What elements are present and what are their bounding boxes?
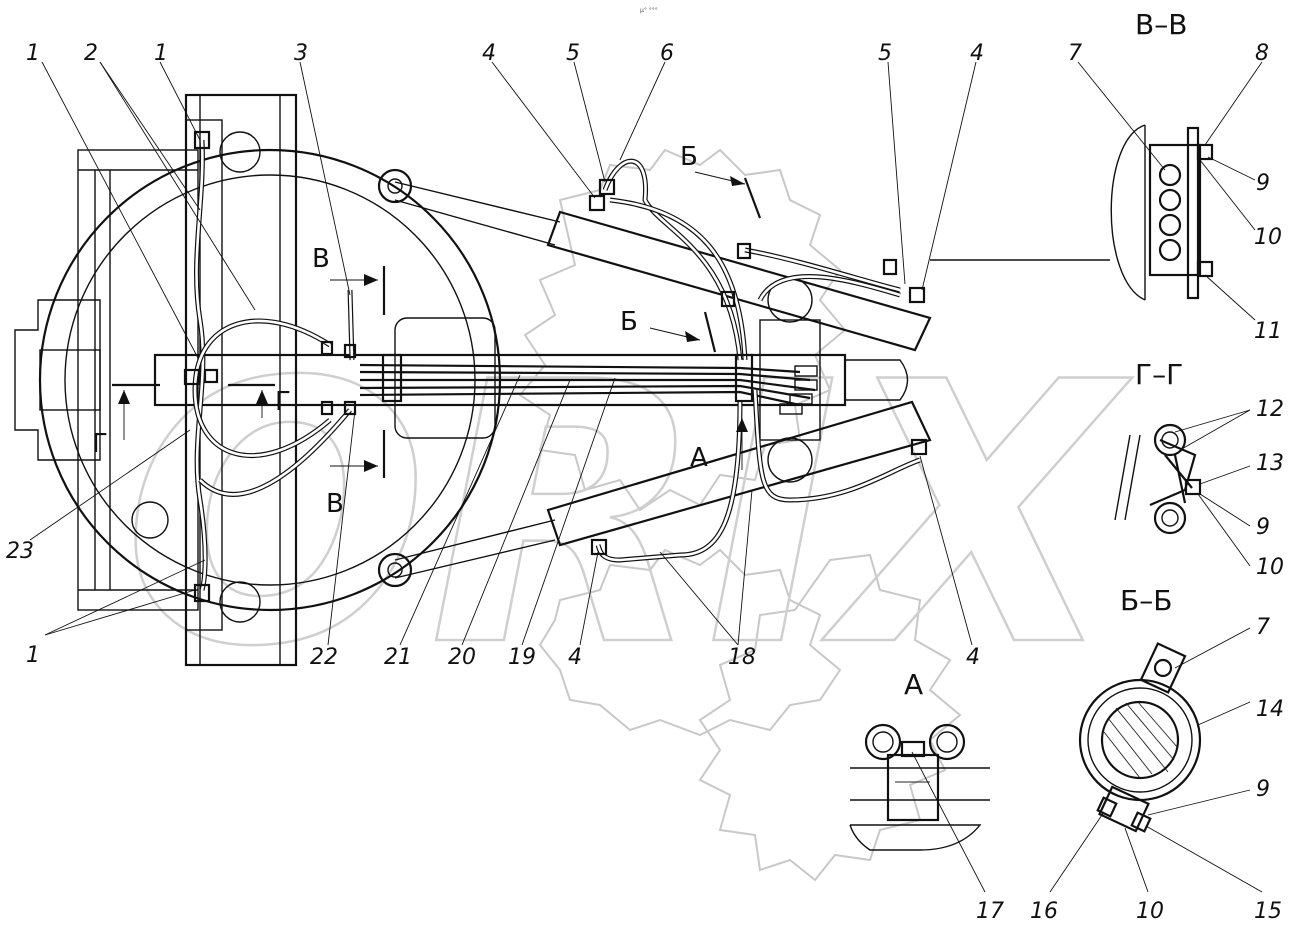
section-gg: Г–Г 12 13 9 10 [1114, 358, 1284, 580]
callout-4: 4 [482, 41, 496, 66]
callout-14: 14 [1256, 697, 1284, 722]
callout-17: 17 [976, 899, 1004, 924]
callout-2: 2 [84, 41, 98, 66]
callout-6: 6 [660, 41, 674, 66]
callout-10: 10 [1254, 225, 1282, 250]
callout-7: 7 [1256, 615, 1270, 640]
callout-9: 9 [1256, 171, 1270, 196]
watermark-text: ORIX [123, 306, 1133, 725]
cut-mark-b-mid: Б [620, 307, 638, 337]
callout-4: 4 [966, 645, 980, 670]
callout-1: 1 [26, 643, 40, 668]
callout-10: 10 [1136, 899, 1164, 924]
callout-12: 12 [1256, 397, 1284, 422]
callout-4: 4 [568, 645, 582, 670]
callout-4: 4 [970, 41, 984, 66]
main-callouts: 1 2 1 3 4 5 6 5 4 23 1 22 21 20 19 4 18 … [6, 41, 984, 670]
view-a: А 17 [849, 668, 1004, 924]
callout-1: 1 [154, 41, 168, 66]
callout-15: 15 [1254, 899, 1282, 924]
callout-21: 21 [384, 645, 412, 670]
section-title-gg: Г–Г [1135, 358, 1183, 391]
callout-23: 23 [6, 539, 34, 564]
callout-22: 22 [310, 645, 338, 670]
callout-11: 11 [1254, 319, 1282, 344]
cut-mark-a-view: А [690, 443, 708, 473]
callout-5: 5 [566, 41, 580, 66]
watermark: ORIX [121, 148, 1134, 882]
callout-16: 16 [1030, 899, 1058, 924]
leader-lines [29, 61, 977, 646]
view-title-a: А [904, 668, 923, 701]
cut-mark-g-right: Г [275, 387, 291, 417]
callout-20: 20 [448, 645, 476, 670]
callout-7: 7 [1068, 41, 1082, 66]
callout-9: 9 [1256, 515, 1270, 540]
callout-19: 19 [508, 645, 536, 670]
callout-18: 18 [728, 645, 756, 670]
section-title-vv: В–В [1135, 8, 1187, 41]
cut-mark-g-left: Г [92, 429, 108, 459]
callout-1: 1 [26, 41, 40, 66]
cut-mark-v-top: В [312, 244, 330, 274]
callout-10: 10 [1256, 555, 1284, 580]
callout-9: 9 [1256, 777, 1270, 802]
section-bb: Б–Б 7 14 9 16 10 15 [1030, 584, 1284, 924]
callout-8: 8 [1255, 41, 1269, 66]
header-mark: µ° °°° [640, 7, 658, 14]
cut-mark-v-bottom: В [326, 489, 344, 519]
callout-3: 3 [294, 41, 308, 66]
callout-13: 13 [1256, 451, 1284, 476]
cut-mark-b-top: Б [680, 142, 698, 172]
section-title-bb: Б–Б [1120, 584, 1172, 617]
section-cut-marks: Б Б В В Г Г А [92, 142, 762, 519]
section-vv: В–В 7 8 9 10 11 [1068, 8, 1282, 344]
hose-lines [183, 130, 928, 603]
callout-5: 5 [878, 41, 892, 66]
